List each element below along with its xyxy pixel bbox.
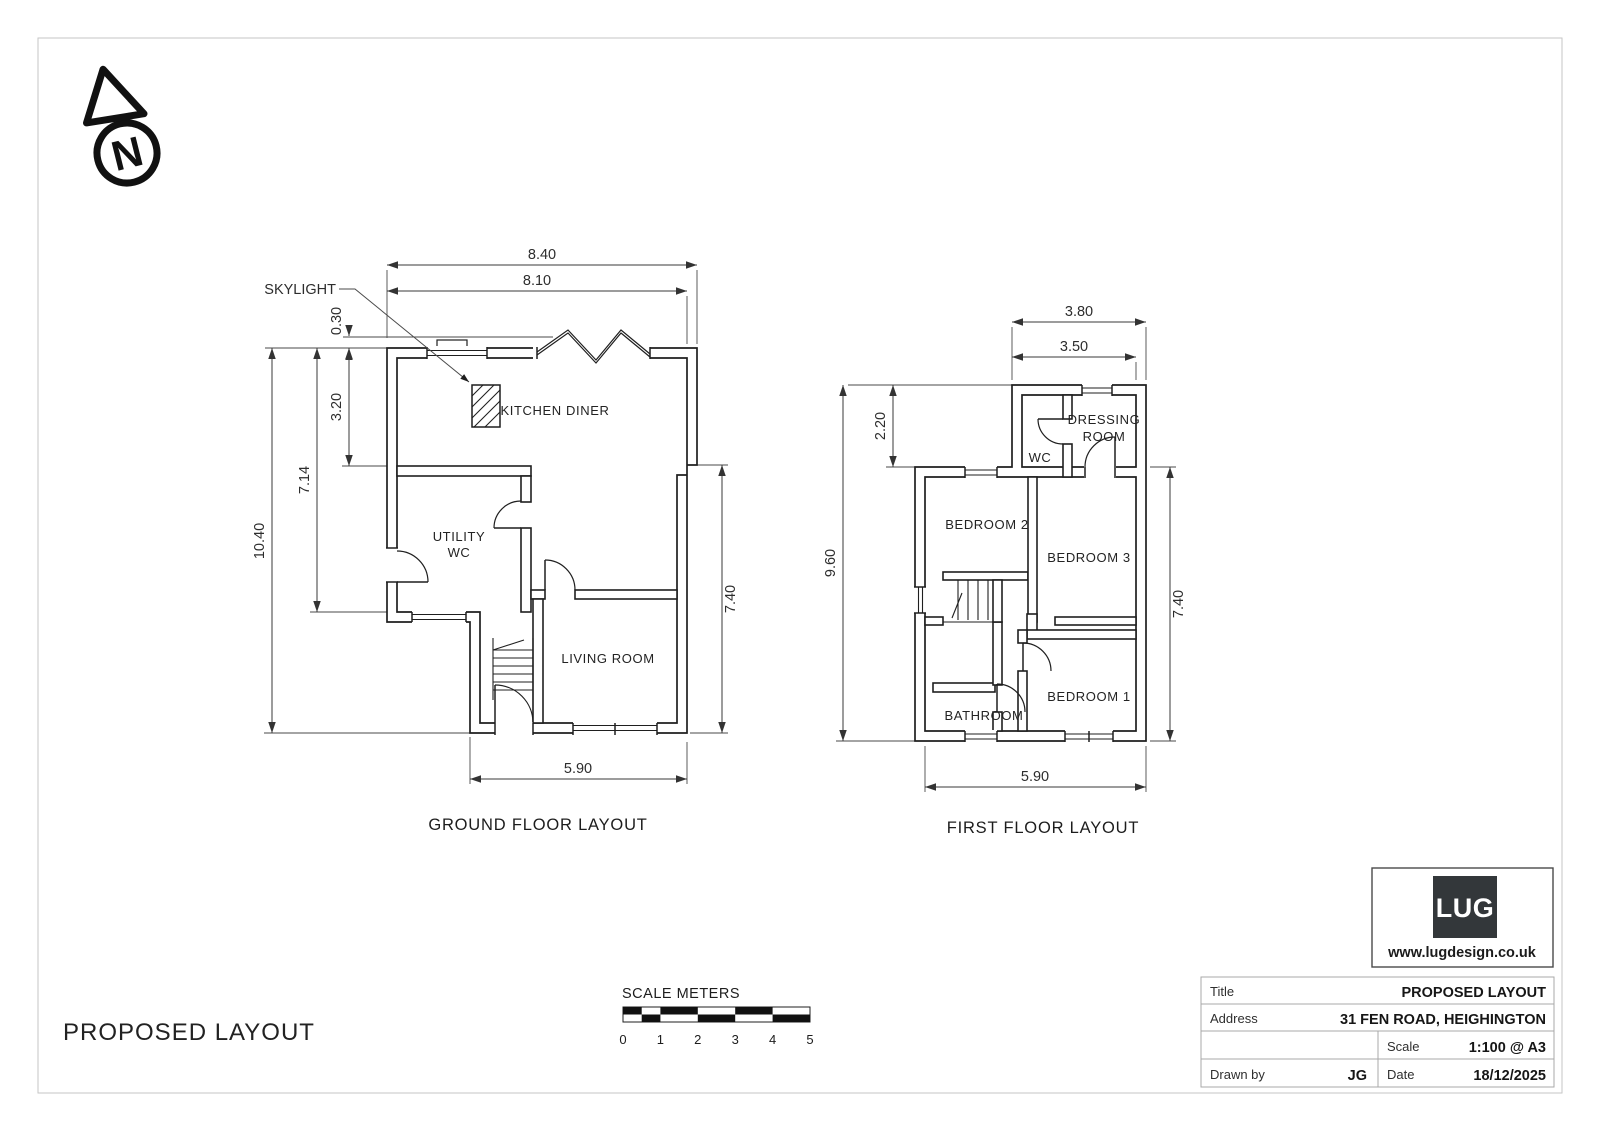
gf-kitchen-window — [426, 346, 488, 360]
skylight-leader-line — [339, 288, 470, 383]
gf-plan-title: GROUND FLOOR LAYOUT — [428, 816, 647, 834]
ff-dimensions: 3.80 3.50 2.20 9.60 7.40 5.90 — [823, 304, 1187, 791]
dim-ff-right-height: 7.40 — [1171, 590, 1187, 618]
scale-bar-label: SCALE METERS — [622, 986, 740, 1002]
scale-tick-0: 0 — [619, 1032, 626, 1047]
scale-tick-1: 1 — [657, 1032, 664, 1047]
room-label-bathroom: BATHROOM — [945, 708, 1024, 723]
gf-rear-opening — [533, 329, 651, 364]
ff-stairs — [943, 580, 993, 623]
gf-extension-lines — [264, 270, 728, 784]
logo-website: www.lugdesign.co.uk — [1387, 945, 1537, 961]
ff-bedroom1-window — [1064, 730, 1114, 743]
dim-gf-right-height: 7.40 — [723, 585, 739, 613]
title-value: PROPOSED LAYOUT — [1402, 985, 1547, 1001]
ff-bedroom1-door — [1022, 642, 1052, 672]
dim-gf-inner-width: 8.10 — [523, 273, 551, 289]
gf-utility-door — [493, 500, 522, 529]
ff-bedroom2-window — [964, 466, 998, 479]
gf-stairs — [492, 638, 534, 700]
drawn-by-label: Drawn by — [1210, 1067, 1265, 1082]
logo-text: LUG — [1436, 893, 1495, 923]
scale-tick-5: 5 — [806, 1032, 813, 1047]
dim-gf-bottom-width: 5.90 — [564, 761, 592, 777]
first-floor-plan: DRESSING ROOM WC BEDROOM 2 BEDROOM 3 BED… — [823, 304, 1187, 837]
sheet-border — [37, 37, 1563, 1094]
ff-stair-window — [913, 586, 927, 614]
room-label-bedroom3: BEDROOM 3 — [1047, 550, 1130, 565]
logo-block: LUG www.lugdesign.co.uk — [1371, 867, 1554, 968]
address-value: 31 FEN ROAD, HEIGHINGTON — [1340, 1012, 1546, 1028]
room-label-kitchen: KITCHEN DINER — [501, 403, 610, 418]
north-letter: N — [107, 127, 148, 180]
title-label: Title — [1210, 984, 1234, 999]
dim-gf-overall-height: 10.40 — [252, 523, 268, 559]
gf-dimensions: 8.40 8.10 0.30 3.20 7.14 10.40 7.40 5.90 — [252, 247, 739, 783]
dim-gf-overall-width: 8.40 — [528, 247, 556, 263]
room-label-wc: WC — [1029, 450, 1052, 465]
room-label-utility: UTILITY — [433, 529, 486, 544]
room-label-utility-wc: WC — [448, 545, 471, 560]
dim-ff-left-top: 2.20 — [873, 412, 889, 440]
scale-tick-2: 2 — [694, 1032, 701, 1047]
address-label: Address — [1210, 1011, 1258, 1026]
gf-living-door — [544, 559, 576, 591]
scale-label: Scale — [1387, 1039, 1420, 1054]
ff-bathroom-door — [996, 683, 1026, 713]
date-label: Date — [1387, 1067, 1414, 1082]
dim-ff-top-overall: 3.80 — [1065, 304, 1093, 320]
gf-back-door — [385, 547, 429, 583]
dim-gf-kitchen-depth: 3.20 — [329, 393, 345, 421]
date-value: 18/12/2025 — [1473, 1068, 1546, 1084]
room-label-dressing-1: DRESSING — [1068, 412, 1141, 427]
scale-tick-3: 3 — [732, 1032, 739, 1047]
gf-utility-window — [411, 611, 467, 623]
gf-living-window — [572, 722, 658, 736]
scale-bar-blocks — [623, 1007, 810, 1022]
zigzag-break-icon — [536, 329, 651, 361]
ff-wc-door — [1037, 418, 1064, 445]
gf-skylight-symbol — [339, 288, 501, 428]
room-label-bedroom1: BEDROOM 1 — [1047, 689, 1130, 704]
scale-bar: SCALE METERS 0 1 2 3 4 5 — [619, 986, 813, 1047]
skylight-label: SKYLIGHT — [264, 282, 336, 298]
dim-ff-left-overall: 9.60 — [823, 549, 839, 577]
room-label-living: LIVING ROOM — [561, 651, 654, 666]
ff-dressing-door — [1084, 436, 1116, 479]
gf-front-door — [494, 684, 534, 735]
ground-floor-plan: SKYLIGHT KITCHEN DINER UTILITY WC LIVING… — [252, 247, 739, 834]
room-label-bedroom2: BEDROOM 2 — [945, 517, 1028, 532]
dim-gf-left-mid: 7.14 — [297, 466, 313, 494]
drawn-by-value: JG — [1348, 1068, 1367, 1084]
scale-tick-4: 4 — [769, 1032, 776, 1047]
dim-gf-roof-offset: 0.30 — [329, 307, 345, 335]
drawing-title: PROPOSED LAYOUT — [63, 1019, 315, 1046]
ff-dressing-window — [1081, 384, 1113, 397]
scale-value: 1:100 @ A3 — [1469, 1040, 1546, 1056]
dim-ff-bottom-width: 5.90 — [1021, 769, 1049, 785]
lug-logo-icon — [1433, 876, 1497, 938]
gf-interior-walls — [396, 465, 678, 724]
room-label-dressing-2: ROOM — [1083, 429, 1126, 444]
dim-ff-top-inner: 3.50 — [1060, 339, 1088, 355]
ff-bathroom-window — [964, 730, 998, 743]
north-arrow-icon: N — [83, 65, 161, 187]
ff-plan-title: FIRST FLOOR LAYOUT — [947, 819, 1140, 837]
title-block-table: Title PROPOSED LAYOUT Address 31 FEN ROA… — [1200, 976, 1555, 1088]
